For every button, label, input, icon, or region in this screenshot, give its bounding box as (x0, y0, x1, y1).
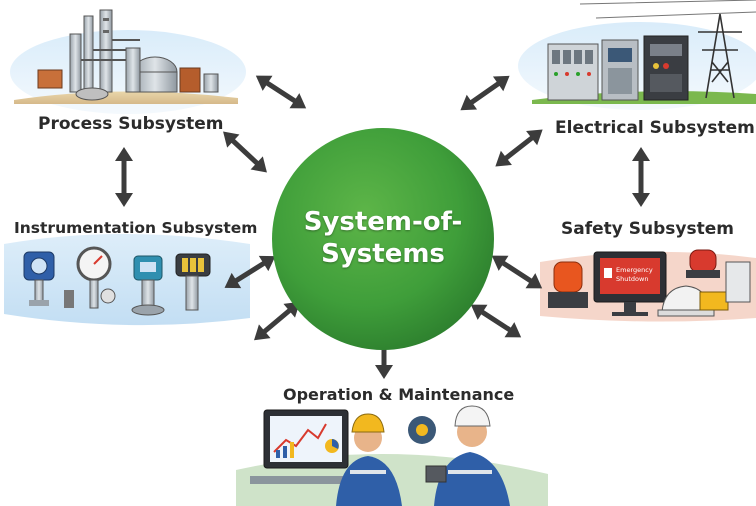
emergency-shutdown-screen-icon: Emergency Shutdown (593, 251, 667, 316)
pressure-gauge-icon (76, 246, 116, 309)
arrow-safety-to-hub (487, 248, 547, 296)
arrow-process-to-instrumentation (115, 147, 133, 207)
transmitter-icon (131, 255, 165, 316)
center-title: System-of-Systems (303, 207, 463, 269)
safety-subsystem-illustration: Emergency Shutdown (540, 249, 756, 322)
computer-monitor-icon (250, 409, 360, 484)
switchgear-icon (547, 35, 689, 101)
process-subsystem-label: Process Subsystem (38, 114, 224, 134)
safety-subsystem-label: Safety Subsystem (561, 219, 734, 239)
svg-text:Shutdown: Shutdown (616, 275, 648, 283)
instrumentation-subsystem-illustration (4, 234, 250, 326)
transmission-tower-icon (698, 13, 742, 99)
arrow-process-label-to-hub (217, 125, 273, 179)
refinery-icon (37, 9, 219, 101)
arrow-process-to-hub (251, 68, 311, 116)
instrumentation-subsystem-label: Instrumentation Subsystem (14, 219, 258, 237)
svg-text:Emergency: Emergency (616, 266, 653, 274)
center-title-container: System-of-Systems (272, 128, 494, 350)
process-subsystem-illustration (10, 9, 246, 114)
control-box-icon (725, 261, 751, 303)
technician-icon (425, 405, 510, 506)
arrow-electrical-to-safety (632, 147, 650, 207)
operations-label: Operation & Maintenance (283, 385, 515, 404)
arrow-electrical-to-hub (455, 68, 514, 117)
transmitter-icon (23, 251, 55, 306)
transmitter-icon (64, 253, 211, 311)
gear-icon (408, 416, 436, 444)
arrow-electrical-label-to-hub (490, 122, 548, 173)
electrical-subsystem-label: Electrical Subsystem (555, 118, 755, 138)
alarm-beacon-icon (548, 261, 588, 308)
engineer-icon (336, 413, 402, 506)
operations-illustration (236, 405, 548, 506)
electrical-subsystem-illustration (518, 0, 756, 110)
safety-sign-icon (699, 291, 729, 311)
alarm-beacon-icon (686, 249, 720, 278)
central-hub-circle (272, 128, 494, 350)
